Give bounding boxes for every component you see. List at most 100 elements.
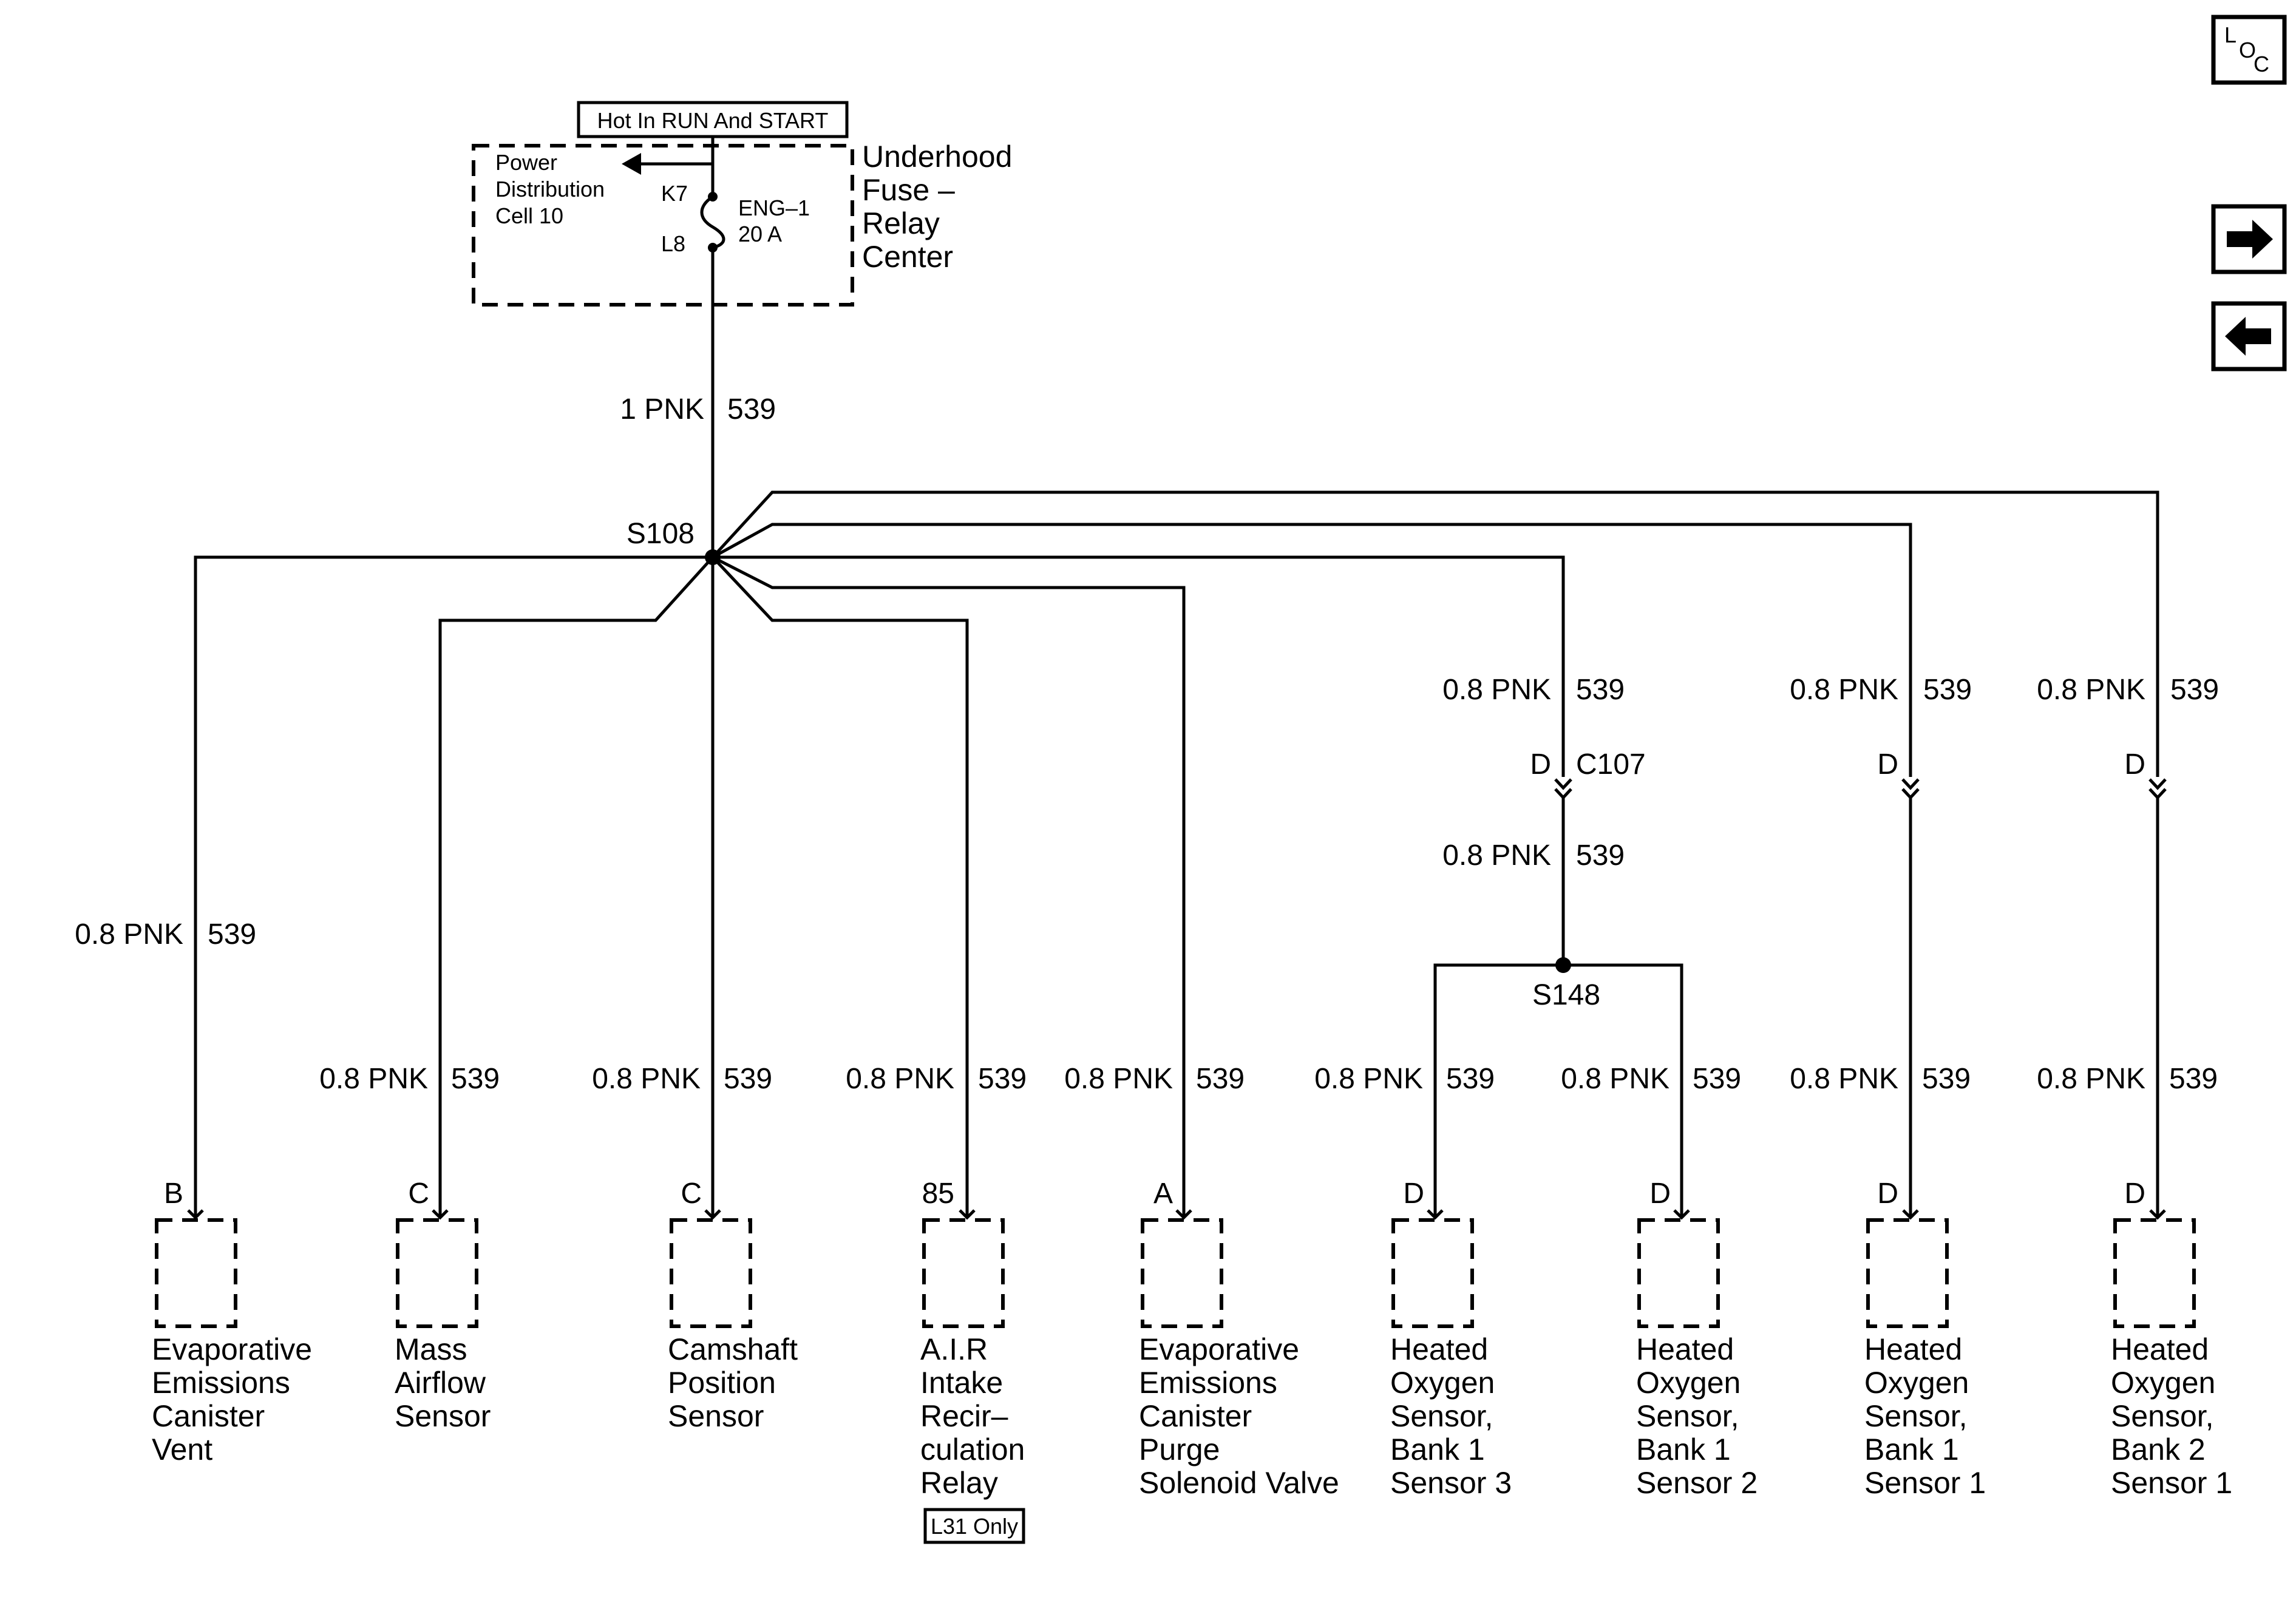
wire-circuit-air: 539 [978, 1063, 1027, 1095]
component-ho2s-b1s3: D Heated Oxygen Sensor, Bank 1 Sensor 3 [1390, 1178, 1512, 1500]
wire-labels-upper: 0.8 PNK 539 0.8 PNK 539 0.8 PNK 539 0.8 … [75, 674, 2219, 951]
component-name-line-5: Sensor 2 [1636, 1466, 1758, 1500]
component-name-line-2: Emissions [152, 1366, 290, 1400]
wire-gauge-b1s3: 0.8 PNK [1314, 1063, 1423, 1095]
component-name-line-3: Sensor, [1864, 1399, 1968, 1433]
cell-label-line-1: Power [495, 150, 557, 175]
wire-circuit-evap-vent: 539 [208, 918, 256, 951]
wire-circuit-b1s3: 539 [1446, 1063, 1495, 1095]
wire-gauge-cmp: 0.8 PNK [592, 1063, 701, 1095]
component-pin: D [1649, 1178, 1671, 1210]
component-pin: D [1877, 1178, 1898, 1210]
component-name-line-4: Bank 1 [1864, 1432, 1959, 1466]
fuse-in-pin: K7 [661, 181, 688, 206]
component-name-line-4: Bank 2 [2111, 1432, 2206, 1466]
component-pin: C [408, 1178, 429, 1210]
component-name-line-2: Oxygen [1636, 1366, 1741, 1400]
cell-label-line-2: Distribution [495, 177, 605, 202]
wire-circuit-b2s1: 539 [2169, 1063, 2218, 1095]
component-name-line-3: Sensor, [1636, 1399, 1739, 1433]
component-name-line-3: Sensor, [2111, 1399, 2214, 1433]
cell-label-line-3: Cell 10 [495, 203, 563, 228]
component-pin: D [1403, 1178, 1424, 1210]
inline-connector-b1s1: D [1877, 748, 1920, 800]
wire-gauge-b2s1: 0.8 PNK [2037, 1063, 2145, 1095]
hot-in-run-badge: Hot In RUN And START [577, 101, 849, 138]
inline-connector-b2s1: D [2124, 748, 2167, 800]
wire-gauge-b1s1: 0.8 PNK [1790, 1063, 1898, 1095]
component-pin: C [681, 1178, 702, 1210]
wire-labels-lower: 0.8 PNK 539 0.8 PNK 539 0.8 PNK 539 0.8 … [319, 1063, 2218, 1095]
arrow-left-icon [2225, 317, 2271, 356]
wire-gauge-b1s1-top: 0.8 PNK [1790, 674, 1898, 706]
component-name-line-1: Mass [395, 1332, 467, 1366]
arrow-left-icon [622, 153, 641, 175]
wire-gauge-evap-purge: 0.8 PNK [1064, 1063, 1173, 1095]
wire-circuit-maf: 539 [451, 1063, 500, 1095]
inline-connector-c107: D C107 [1530, 748, 1646, 800]
component-name-line-2: Intake [920, 1366, 1003, 1400]
component-name-line-4: Purge [1139, 1432, 1220, 1466]
component-ho2s-b1s2: D Heated Oxygen Sensor, Bank 1 Sensor 2 [1636, 1178, 1758, 1500]
wire-circuit-b2s1-top: 539 [2170, 674, 2219, 706]
component-name-line-5: Sensor 3 [1390, 1466, 1512, 1500]
component-name-line-1: Evaporative [152, 1332, 312, 1366]
fuse-center-name-4: Center [862, 240, 953, 274]
component-name-line-3: Canister [1139, 1399, 1252, 1433]
component-mass-airflow-sensor: C Mass Airflow Sensor [395, 1178, 491, 1433]
l31-only-text: L31 Only [931, 1514, 1018, 1539]
component-name-line-1: Heated [1636, 1332, 1734, 1366]
wire-circuit-c107-bottom: 539 [1576, 839, 1625, 872]
loc-button[interactable]: L O C [2211, 15, 2287, 85]
component-name-line-1: Evaporative [1139, 1332, 1299, 1366]
fuse-relay-center: Power Distribution Cell 10 K7 L8 ENG–1 2… [472, 137, 1012, 307]
wire-gauge-maf: 0.8 PNK [319, 1063, 428, 1095]
component-name-line-3: Sensor [668, 1399, 764, 1433]
wire-circuit-cmp: 539 [724, 1063, 772, 1095]
fuse-center-name-1: Underhood [862, 140, 1012, 174]
wire-gauge-b1s2: 0.8 PNK [1561, 1063, 1669, 1095]
component-name-line-3: Canister [152, 1399, 265, 1433]
fuse-rating: 20 A [738, 222, 782, 246]
component-name-line-5: Sensor 1 [2111, 1466, 2232, 1500]
component-ho2s-b1s1: D Heated Oxygen Sensor, Bank 1 Sensor 1 [1864, 1178, 1986, 1500]
back-button[interactable] [2211, 301, 2287, 371]
component-name-line-1: Heated [1390, 1332, 1488, 1366]
component-name-line-3: Sensor [395, 1399, 491, 1433]
wire-gauge-air: 0.8 PNK [846, 1063, 954, 1095]
component-name-line-4: Bank 1 [1390, 1432, 1485, 1466]
component-name-line-1: Heated [2111, 1332, 2209, 1366]
wire-gauge-b2s1-top: 0.8 PNK [2037, 674, 2145, 706]
component-camshaft-position-sensor: C Camshaft Position Sensor [668, 1178, 798, 1433]
wire-circuit-c107-top: 539 [1576, 674, 1625, 706]
forward-button[interactable] [2211, 204, 2287, 274]
component-name-line-2: Oxygen [1390, 1366, 1495, 1400]
inline-pin-b2s1: D [2124, 748, 2145, 781]
component-name-line-3: Sensor, [1390, 1399, 1493, 1433]
fuse-name: ENG–1 [738, 195, 810, 220]
inline-pin-c107: D [1530, 748, 1551, 781]
component-name-line-2: Oxygen [1864, 1366, 1969, 1400]
component-evap-canister-purge-valve: A Evaporative Emissions Canister Purge S… [1139, 1178, 1339, 1500]
component-name-line-2: Position [668, 1366, 776, 1400]
fuse-out-pin: L8 [661, 231, 685, 256]
component-name-line-4: culation [920, 1432, 1025, 1466]
feed-wire-circuit: 539 [727, 393, 776, 425]
wire-gauge-c107-bottom: 0.8 PNK [1442, 839, 1551, 872]
component-air-intake-recirculation-relay: 85 A.I.R Intake Recir– culation Relay L3… [920, 1178, 1025, 1544]
component-name-line-1: Camshaft [668, 1332, 798, 1366]
component-name-line-5: Relay [920, 1466, 998, 1500]
inline-pin-b1s1: D [1877, 748, 1898, 781]
loc-letter-3: C [2254, 52, 2269, 76]
splice-s108-label: S108 [627, 518, 695, 550]
branch-wires [194, 490, 2159, 1217]
hot-in-run-text: Hot In RUN And START [597, 108, 829, 133]
component-name-line-1: Heated [1864, 1332, 1962, 1366]
component-name-line-5: Solenoid Valve [1139, 1466, 1339, 1500]
component-name-line-1: A.I.R [920, 1332, 988, 1366]
wire-gauge-c107-top: 0.8 PNK [1442, 674, 1551, 706]
component-name-line-3: Recir– [920, 1399, 1008, 1433]
component-name-line-4: Bank 1 [1636, 1432, 1731, 1466]
feed-wire-gauge: 1 PNK [620, 393, 704, 425]
